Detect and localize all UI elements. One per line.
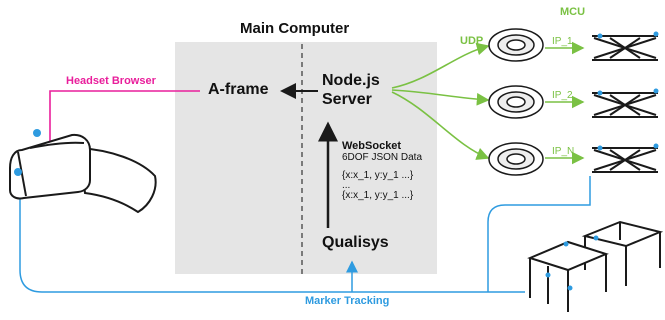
websocket-label: WebSocket bbox=[342, 140, 402, 152]
aframe-node: A-frame bbox=[208, 81, 269, 98]
main-computer-title: Main Computer bbox=[240, 20, 350, 37]
json-ellipsis: ... bbox=[342, 180, 351, 191]
nodejs-node: Node.js bbox=[322, 72, 380, 89]
tracking-line-headset bbox=[19, 182, 525, 293]
ipn-label: IP_N bbox=[552, 146, 575, 157]
udp-link-1 bbox=[391, 42, 490, 89]
headset-browser-connector bbox=[43, 90, 200, 162]
scissor-lift-icon bbox=[592, 31, 659, 173]
udp-link-2 bbox=[391, 89, 490, 106]
tracking-line-table bbox=[487, 176, 591, 292]
udp-label: UDP bbox=[460, 35, 484, 47]
sixdof-label: 6DOF JSON Data bbox=[342, 152, 423, 163]
headset-browser-label: Headset Browser bbox=[66, 75, 156, 87]
json-line-1: {x:x_1, y:y_1 ...} bbox=[342, 170, 414, 181]
server-node: Server bbox=[322, 91, 372, 108]
ip2-label: IP_2 bbox=[552, 90, 573, 101]
table-icon bbox=[527, 220, 664, 312]
vr-headset-icon bbox=[9, 129, 157, 214]
main-computer-panel bbox=[175, 42, 437, 274]
udp-link-n bbox=[391, 91, 490, 160]
ip1-label: IP_1 bbox=[552, 36, 573, 47]
qualisys-node: Qualisys bbox=[322, 234, 389, 251]
json-line-2: {x:x_1, y:y_1 ...} bbox=[342, 190, 414, 201]
router-icon bbox=[488, 28, 544, 176]
mcu-title: MCU bbox=[560, 6, 586, 18]
marker-tracking-label: Marker Tracking bbox=[305, 295, 390, 307]
